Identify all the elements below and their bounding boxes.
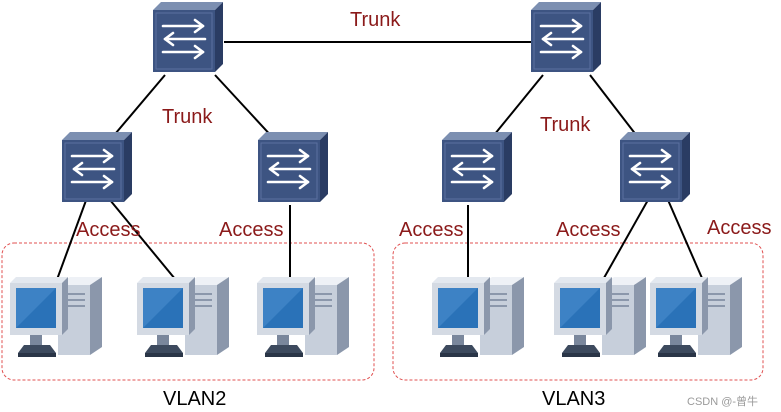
vlan3-group-box xyxy=(392,242,764,381)
trunk-link-core-right-access3 xyxy=(489,74,544,141)
pc-vlan2-1-icon xyxy=(10,277,102,357)
vlan2-group-box xyxy=(1,242,375,381)
switch-access-3-icon xyxy=(442,132,512,202)
trunk-label-core: Trunk xyxy=(350,9,401,31)
access-link-pc5 xyxy=(599,199,649,286)
access-label-4: Access xyxy=(556,219,620,241)
access-label-2: Access xyxy=(219,219,283,241)
pc-vlan3-1-icon xyxy=(432,277,524,357)
pc-vlan2-3-icon xyxy=(257,277,349,357)
access-link-pc2 xyxy=(109,199,181,286)
pc-vlan2-2-icon xyxy=(137,277,229,357)
access-label-5: Access xyxy=(707,217,771,239)
switch-core-right-icon xyxy=(531,2,601,72)
pc-vlan3-2-icon xyxy=(554,277,646,357)
trunk-label-right: Trunk xyxy=(540,114,591,136)
watermark: CSDN @-曾牛 xyxy=(687,394,758,408)
vlan2-label: VLAN2 xyxy=(163,388,226,410)
trunk-link-core-right-access4 xyxy=(589,74,641,141)
switch-access-1-icon xyxy=(62,132,132,202)
switch-core-left-icon xyxy=(153,2,223,72)
switch-access-2-icon xyxy=(258,132,328,202)
trunk-link-core-left-access1 xyxy=(109,74,166,141)
pc-vlan3-3-icon xyxy=(650,277,742,357)
access-label-1: Access xyxy=(76,219,140,241)
vlan3-label: VLAN3 xyxy=(542,388,605,410)
trunk-link-core-left-access2 xyxy=(214,74,276,141)
access-link-pc6 xyxy=(667,199,706,286)
access-link-pc1 xyxy=(54,194,89,286)
switch-access-4-icon xyxy=(620,132,690,202)
access-label-3: Access xyxy=(399,219,463,241)
trunk-label-left: Trunk xyxy=(162,106,213,128)
